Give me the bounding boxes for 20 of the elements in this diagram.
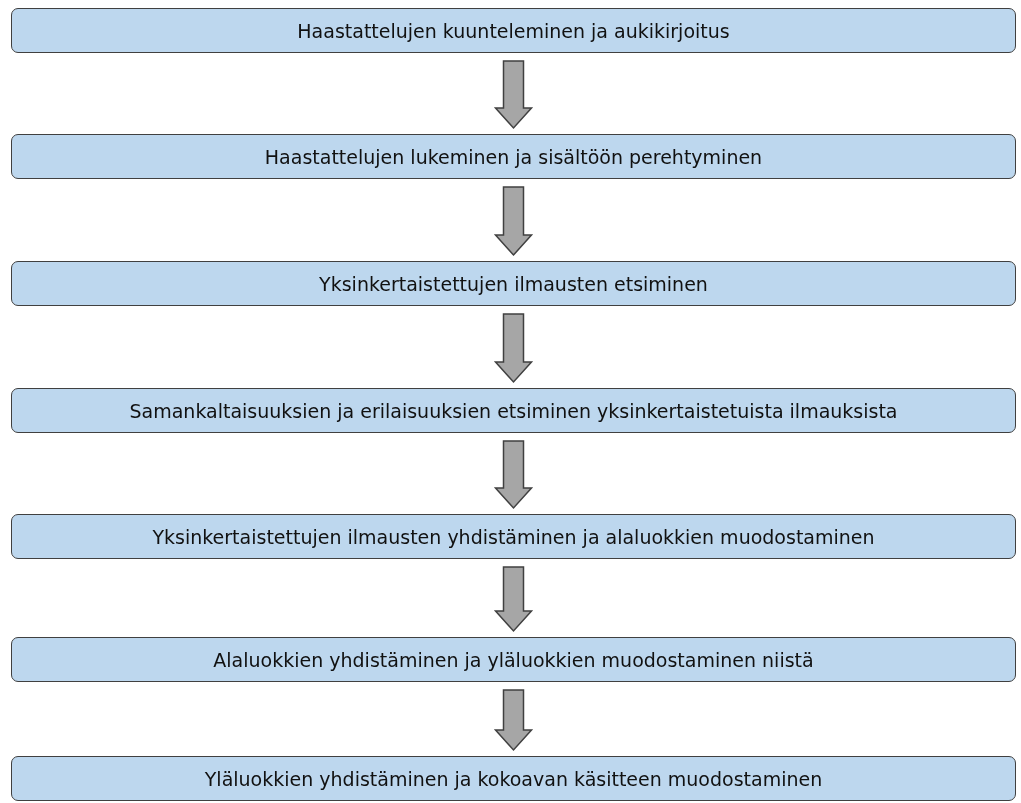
down-arrow <box>493 313 534 384</box>
process-box <box>11 8 1016 53</box>
down-arrow <box>493 186 534 257</box>
process-box <box>11 134 1016 179</box>
process-box <box>11 756 1016 801</box>
step-text: Yläluokkien yhdistäminen ja kokoavan käsitteen muodostaminen <box>204 767 823 790</box>
process-box <box>11 514 1016 559</box>
down-arrow <box>493 689 534 752</box>
process-box <box>11 261 1016 306</box>
process-box <box>11 637 1016 682</box>
step-text: Yksinkertaistettujen ilmausten yhdistäminen ja alaluokkien muodostaminen <box>152 525 875 548</box>
step-text: Haastattelujen lukeminen ja sisältöön perehtyminen <box>264 145 763 168</box>
down-arrow <box>493 60 534 130</box>
step-text: Haastattelujen kuunteleminen ja aukikirjoitus <box>297 19 730 42</box>
process-box <box>11 388 1016 433</box>
down-arrow <box>493 566 534 633</box>
step-text: Alaluokkien yhdistäminen ja yläluokkien muodostaminen niistä <box>213 648 814 671</box>
down-arrow <box>493 440 534 510</box>
step-text: Yksinkertaistettujen ilmausten etsiminen <box>319 272 708 295</box>
step-text: Samankaltaisuuksien ja erilaisuuksien etsiminen yksinkertaistetuista ilmauksista <box>129 399 898 422</box>
